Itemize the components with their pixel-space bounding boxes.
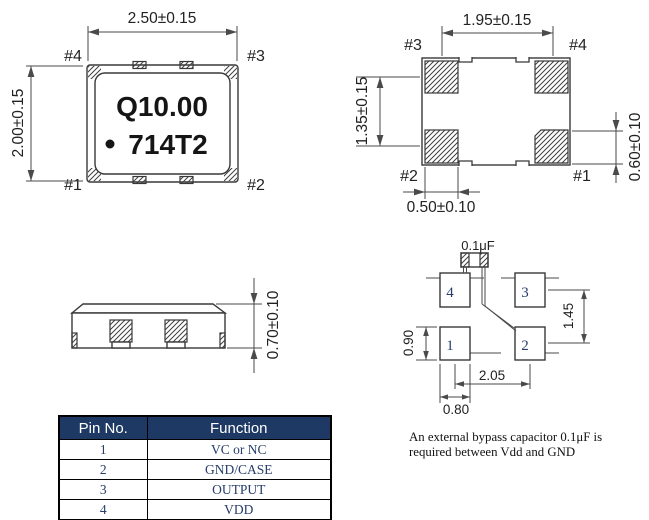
dim-label: 1.45 [561,303,576,329]
lid-profile [70,303,228,314]
table-row: 1 VC or NC [58,439,332,460]
pin1-dot [105,139,115,149]
dim-label: 1.95±0.15 [463,12,532,29]
top-view: Q10.00 714T2 #4 #3 #1 #2 2.50±0.15 2.00±… [10,10,265,194]
pin-label: #2 [247,177,265,194]
dim-label: 0.70±0.10 [265,290,282,359]
dimension-pad-width: 0.50±0.10 [403,167,480,216]
pin-no-header: Pin No. [58,415,148,440]
pin-label: #4 [64,48,82,65]
dim-label: 1.35±0.15 [354,77,371,146]
castellation-section [219,332,226,349]
land-pattern: 4 3 1 2 0.1μF 0.90 [401,238,590,417]
pin-function-table: Pin No. Function 1 VC or NC 2 GND/CASE 3… [58,415,332,520]
pad-metallization [166,341,186,349]
pin-function-cell: OUTPUT [146,479,332,500]
side-view: 0.70±0.10 [70,278,282,373]
pin-number-cell: 3 [58,479,148,500]
dimension-pad-pitch-x: 1.95±0.15 [441,12,554,56]
dimension-pad-pitch-y: 1.35±0.15 [354,76,420,147]
pin-label: #4 [569,37,587,54]
castellation-tick [132,60,147,70]
land-pad-4 [439,272,471,308]
pad-metallization [111,341,131,349]
pin-number-cell: 4 [58,499,148,520]
bottom-view: #3 #4 #2 #1 1.95±0.15 1.35±0.15 [354,12,644,216]
table-row: 4 VDD [58,499,332,520]
edge-notch [458,160,473,166]
pad-2 [424,129,459,164]
dim-label: 0.80 [443,402,469,417]
castellation-tick [179,175,194,185]
dimension-land-pitch-y: 1.45 [548,289,590,344]
marking-frequency: Q10.00 [116,91,208,122]
pin-function-cell: VC or NC [146,439,332,460]
pin-label: #1 [64,177,82,194]
pad-1-chamfered [534,129,569,164]
package-lid [94,72,231,175]
land-pad-number: 1 [446,338,454,354]
note-line-2: required between Vdd and GND [409,445,576,459]
dimension-thickness: 0.70±0.10 [216,278,282,373]
edge-notch [515,57,530,63]
pin-label: #3 [404,37,422,54]
land-pad-1 [439,326,471,361]
dimension-land-pitch-x: 2.05 [454,364,531,389]
solder-pad-section [109,319,133,343]
bypass-capacitor: 0.1μF [460,238,517,332]
capacitor-terminal [479,252,489,268]
table-row: 2 GND/CASE [58,459,332,480]
land-pad-3 [514,272,546,308]
pin-label: #2 [400,168,418,185]
pin-number-cell: 2 [58,459,148,480]
body-profile [71,312,226,349]
castellation-section [71,332,78,349]
dim-label: 0.90 [401,330,416,356]
dimension-pad-height: 0.60±0.10 [572,112,644,183]
pin-number-cell: 1 [58,439,148,460]
castellation-tick [132,175,147,185]
pin-label: #3 [247,48,265,65]
dim-label: 0.60±0.10 [627,112,644,181]
land-pad-number: 4 [446,285,454,301]
dim-width-label: 2.50±0.15 [128,10,197,27]
land-pad-number: 3 [521,285,529,301]
pad-4 [534,60,569,94]
land-pad-number: 2 [521,338,529,354]
pin-function-cell: GND/CASE [146,459,332,480]
dimension-land-pad-width: 0.80 [439,364,471,417]
edge-notch [458,57,473,63]
dimension-land-pad-height: 0.90 [401,326,437,361]
pin-function-cell: VDD [146,499,332,520]
dimension-width: 2.50±0.15 [87,10,238,61]
capacitor-value-label: 0.1μF [461,238,495,253]
dim-height-label: 2.00±0.15 [10,89,27,158]
dim-label: 0.50±0.10 [407,199,476,216]
dimension-height: 2.00±0.15 [10,65,83,182]
dim-label: 2.05 [479,368,505,383]
table-row: 3 OUTPUT [58,479,332,500]
solder-pad-section [164,319,188,343]
function-header: Function [146,415,332,440]
note-line-1: An external bypass capacitor 0.1μF is [409,430,603,444]
bypass-capacitor-note: An external bypass capacitor 0.1μF is re… [409,430,645,460]
pin-label: #1 [573,168,591,185]
pad-3 [424,60,459,94]
edge-notch [515,160,530,166]
castellation-tick [179,60,194,70]
table-header-row: Pin No. Function [58,415,332,440]
marking-datecode: 714T2 [128,129,207,160]
land-pad-2 [514,326,546,361]
capacitor-terminal [460,252,470,268]
